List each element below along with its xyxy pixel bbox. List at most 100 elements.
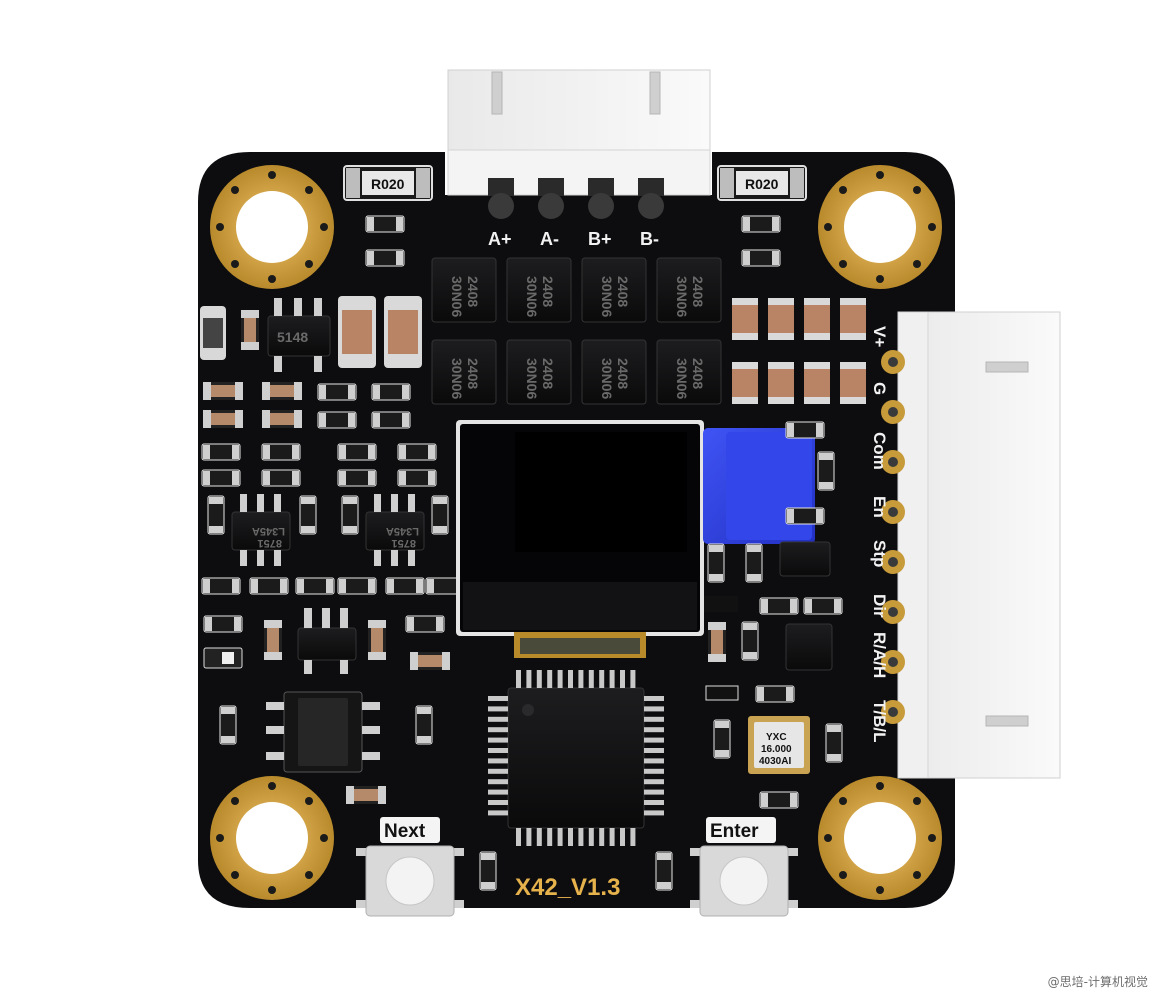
mcu-pin — [599, 828, 605, 846]
mcu-pin — [488, 779, 508, 785]
mcu-pin — [568, 828, 573, 846]
svg-text:2408: 2408 — [690, 276, 706, 307]
svg-text:30N06: 30N06 — [674, 276, 690, 317]
pin-label-rah: R/A/H — [870, 632, 889, 678]
svg-text:2408: 2408 — [615, 276, 631, 307]
pin-label-dir: Dir — [870, 594, 889, 618]
mcu-pin — [568, 670, 573, 688]
svg-text:2408: 2408 — [540, 358, 556, 389]
mcu-pin — [488, 748, 508, 753]
mcu-pin — [488, 737, 508, 743]
left-lower-parts — [203, 608, 673, 891]
svg-text:30N06: 30N06 — [599, 276, 615, 317]
crystal-label-3: 4030AI — [759, 756, 791, 767]
mcu-pin — [557, 670, 563, 688]
mcu-pin — [644, 716, 664, 722]
svg-text:L345A: L345A — [252, 525, 285, 537]
mcu-pin — [578, 670, 584, 688]
pin-label-g: G — [870, 382, 889, 395]
svg-text:8751: 8751 — [392, 537, 416, 549]
mounting-hole-tr — [818, 165, 942, 289]
svg-text:R020: R020 — [371, 176, 405, 192]
mcu-pin — [620, 828, 625, 846]
left-upper-parts: 5148 — [200, 296, 422, 429]
mcu-pin — [644, 800, 664, 805]
svg-text:L345A: L345A — [386, 525, 419, 537]
right-mid-parts: YXC 16.000 4030AI — [704, 421, 843, 809]
sot-chip-label: 5148 — [277, 329, 308, 345]
pin-label-a-plus: A+ — [488, 229, 512, 249]
mcu-pin — [516, 828, 521, 846]
enter-button[interactable]: Enter — [690, 817, 798, 917]
mcu-pin — [630, 828, 636, 846]
svg-text:2408: 2408 — [615, 358, 631, 389]
watermark: @思培-计算机视觉 — [1047, 975, 1148, 989]
mounting-hole-br — [818, 776, 942, 900]
sense-resistor-right: R020 — [717, 165, 807, 201]
mcu-pin — [488, 758, 508, 764]
pin-label-a-minus: A- — [540, 229, 559, 249]
next-button-label: Next — [384, 821, 426, 842]
svg-text:30N06: 30N06 — [524, 358, 540, 399]
motor-pin-labels: A+ A- B+ B- — [488, 229, 659, 249]
mcu-pin — [526, 828, 532, 846]
mcu-pin — [620, 670, 625, 688]
mcu-pin — [644, 737, 664, 743]
potentiometer — [703, 428, 815, 544]
oled-display — [456, 420, 704, 658]
mcu-pin — [526, 670, 532, 688]
svg-text:30N06: 30N06 — [674, 358, 690, 399]
mcu-pin — [488, 696, 508, 701]
svg-text:R020: R020 — [745, 176, 779, 192]
mcu-pin — [516, 670, 521, 688]
svg-text:2408: 2408 — [540, 276, 556, 307]
pin-label-en: En — [870, 496, 889, 518]
next-button[interactable]: Next — [356, 817, 464, 917]
mcu-pin — [609, 670, 615, 688]
svg-text:2408: 2408 — [690, 358, 706, 389]
mcu-pins — [488, 670, 664, 846]
motor-connector — [447, 69, 711, 196]
enter-button-label: Enter — [710, 821, 759, 842]
svg-text:30N06: 30N06 — [449, 358, 465, 399]
mcu-pin — [488, 706, 508, 712]
mcu-pin — [644, 779, 664, 785]
mcu-pin — [609, 828, 615, 846]
crystal-label-1: YXC — [766, 732, 787, 743]
side-pin-pads — [881, 350, 905, 724]
pin-label-vplus: V+ — [870, 326, 889, 347]
side-pin-labels: V+ G Com En Stp Dir R/A/H T/B/L — [870, 326, 889, 743]
mcu-pin — [599, 670, 605, 688]
pin-label-stp: Stp — [870, 540, 889, 567]
sense-resistor-left: R020 — [343, 165, 433, 201]
mcu-pin — [488, 789, 508, 795]
mcu-pin — [536, 828, 542, 846]
mcu-pin — [488, 768, 508, 774]
mcu-pin — [630, 670, 636, 688]
svg-text:30N06: 30N06 — [599, 358, 615, 399]
svg-text:8751: 8751 — [258, 537, 282, 549]
mcu-pin — [588, 828, 594, 846]
svg-text:2408: 2408 — [465, 276, 481, 307]
pin-label-b-plus: B+ — [588, 229, 612, 249]
svg-text:2408: 2408 — [465, 358, 481, 389]
mosfet-array: 2408 30N06 2408 30N06 2408 30N06 2408 30… — [431, 257, 722, 405]
pin-label-tbl: T/B/L — [870, 700, 889, 743]
mcu-pin — [488, 716, 508, 722]
mcu-chip — [507, 687, 645, 829]
mcu-pin — [644, 758, 664, 764]
pin-label-b-minus: B- — [640, 229, 659, 249]
mounting-hole-bl — [210, 776, 334, 900]
mcu-pin — [557, 828, 563, 846]
mcu-pin — [578, 828, 584, 846]
mcu-pin — [488, 810, 508, 816]
pin-label-com: Com — [870, 432, 889, 470]
mcu-pin — [488, 800, 508, 805]
mcu-pin — [536, 670, 542, 688]
mcu-pin — [644, 696, 664, 701]
mcu-pin — [644, 706, 664, 712]
mcu-pin — [644, 768, 664, 774]
driver-chips: 8751 L345A 8751 L345A — [201, 443, 465, 595]
side-connector — [897, 311, 1061, 779]
